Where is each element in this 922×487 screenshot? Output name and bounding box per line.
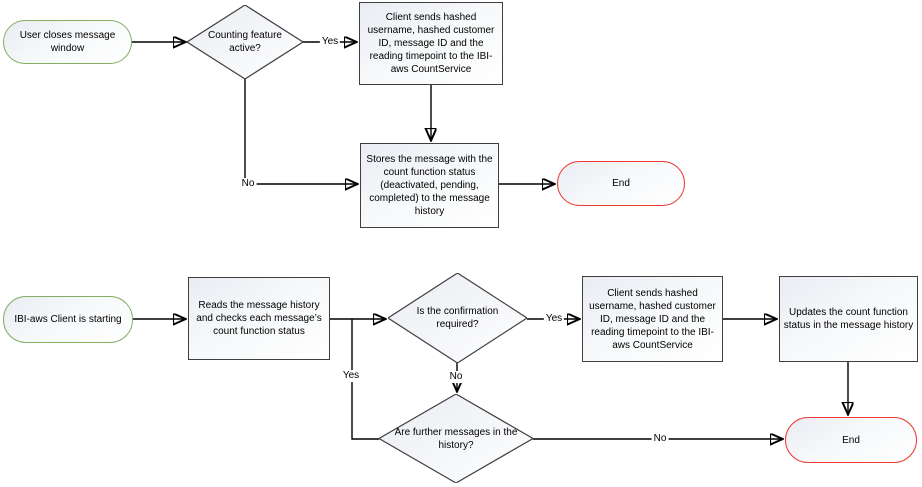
- edge-label-no-counting: No: [239, 178, 257, 190]
- process-updates-status-label: Updates the count function status in the…: [783, 307, 914, 331]
- end-node-top-label: End: [612, 178, 630, 189]
- diamond-shape: [379, 394, 533, 483]
- decision-confirmation-required-label: Is the confirmation required?: [416, 306, 499, 330]
- process-client-sends-top: Client sends hashed username, hashed cus…: [359, 2, 503, 85]
- edge-label-no-confirmation: No: [447, 371, 465, 383]
- diamond-shape: [187, 5, 303, 79]
- process-stores-message-label: Stores the message with the count functi…: [366, 154, 493, 217]
- end-node-bottom-label: End: [842, 434, 860, 446]
- process-client-sends-bottom: Client sends hashed username, hashed cus…: [582, 276, 723, 362]
- process-stores-message: Stores the message with the count functi…: [360, 143, 499, 228]
- edge-label-yes-counting: Yes: [319, 36, 341, 48]
- decision-further-messages: Are further messages in the history?: [379, 394, 533, 483]
- start-node-user-closes-label: User closes message window: [19, 30, 116, 54]
- start-node-client-starting-label: IBI-aws Client is starting: [14, 314, 122, 325]
- edge-label-yes-further: Yes: [340, 370, 362, 382]
- process-reads-history: Reads the message history and checks eac…: [188, 277, 330, 360]
- start-node-client-starting: IBI-aws Client is starting: [3, 296, 133, 343]
- decision-counting-feature-label: Counting feature active?: [208, 30, 282, 54]
- process-updates-status: Updates the count function status in the…: [779, 276, 918, 362]
- decision-counting-feature: Counting feature active?: [187, 5, 303, 79]
- edge-label-no-further: No: [651, 433, 669, 445]
- end-node-bottom: End: [785, 417, 917, 463]
- diamond-shape: [388, 273, 527, 363]
- start-node-user-closes: User closes message window: [3, 20, 132, 64]
- connector-decision1-no-to-store: [244, 78, 357, 184]
- process-client-sends-top-label: Client sends hashed username, hashed cus…: [367, 12, 495, 75]
- process-client-sends-bottom-label: Client sends hashed username, hashed cus…: [589, 287, 716, 351]
- decision-further-messages-label: Are further messages in the history?: [394, 426, 518, 451]
- connector-decision3-yes-loop: [351, 319, 379, 440]
- decision-confirmation-required: Is the confirmation required?: [388, 273, 527, 363]
- end-node-top: End: [557, 161, 685, 206]
- edge-label-yes-confirmation: Yes: [543, 313, 565, 325]
- process-reads-history-label: Reads the message history and checks eac…: [196, 300, 322, 337]
